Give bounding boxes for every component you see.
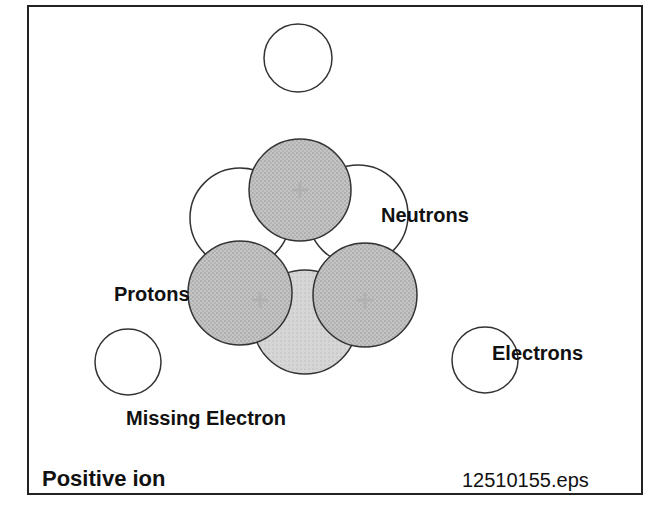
- part-label: Protons: [114, 282, 190, 306]
- file-name: 12510155.eps: [462, 468, 589, 492]
- electron: [264, 24, 332, 92]
- part-label: Electrons: [492, 341, 583, 365]
- frame: [28, 6, 642, 494]
- missing-electron: [95, 329, 161, 395]
- part-label: Neutrons: [381, 203, 469, 227]
- part-label: Missing Electron: [126, 406, 286, 430]
- proton: [188, 241, 292, 345]
- caption: Positive ion: [42, 466, 165, 492]
- proton: [313, 243, 417, 347]
- proton: [249, 139, 351, 241]
- plus-marks: [252, 182, 373, 308]
